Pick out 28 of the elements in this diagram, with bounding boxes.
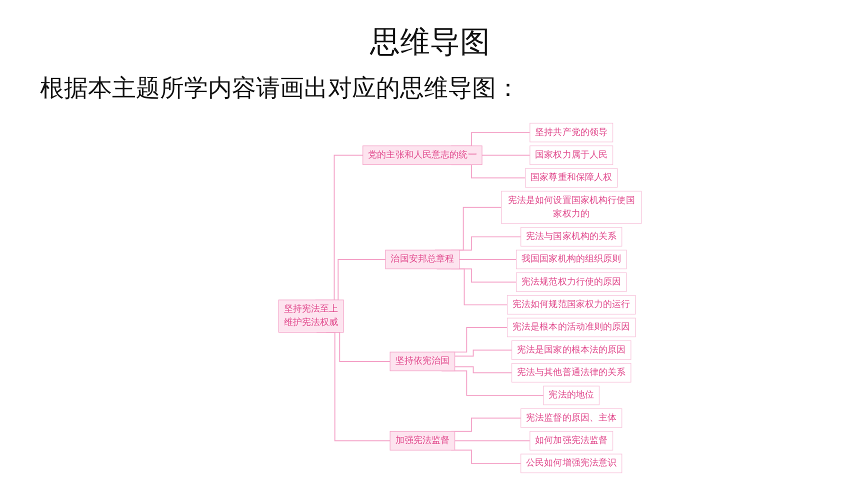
node-box [511,363,632,382]
node-box [385,250,460,270]
instruction-text: 根据本主题所学内容请画出对应的思维导图： [40,73,520,104]
node-box [520,454,622,474]
connector [454,366,512,374]
connector [454,350,512,357]
node-box [525,168,618,188]
connector [482,154,530,156]
node-box [516,272,627,292]
title: 思维导图 [368,24,491,62]
node-box [530,431,614,450]
node-box [520,227,622,247]
node-box [390,352,456,372]
node-box [516,250,627,270]
node-box [543,386,600,406]
node-box [530,146,614,165]
node-box [506,295,636,314]
node-box [520,408,622,428]
node-box [506,318,636,338]
node-box [278,300,344,333]
connector [454,440,530,442]
node-box [530,122,614,142]
node-box [362,146,482,165]
mind-map: 坚持宪法至上 维护宪法权威 党的主张和人民意志的统一 坚持共产党的领导 国家权力属于人民 国家尊重和保障人权 治国安邦总章程 宪法是如何设置国家机构行使国家权力的 宪法与国家机构的关系 我国国家机构的组织原则 宪法规范权力行使的原因 宪法如何规范国家权力的运行 坚持依宪治国 宪法是根本的活动准则的原因 宪法是国家的根本法的原因 宪法与其他普通法律的关系 宪法的地位 加强宪法监督 宪法监督的原因、主体 如何加强宪法监督 公民如何增强宪法意识 [250,118,670,478]
connector [458,259,517,260]
node-box [511,340,632,360]
node-box [501,190,642,224]
node-box [390,431,456,450]
